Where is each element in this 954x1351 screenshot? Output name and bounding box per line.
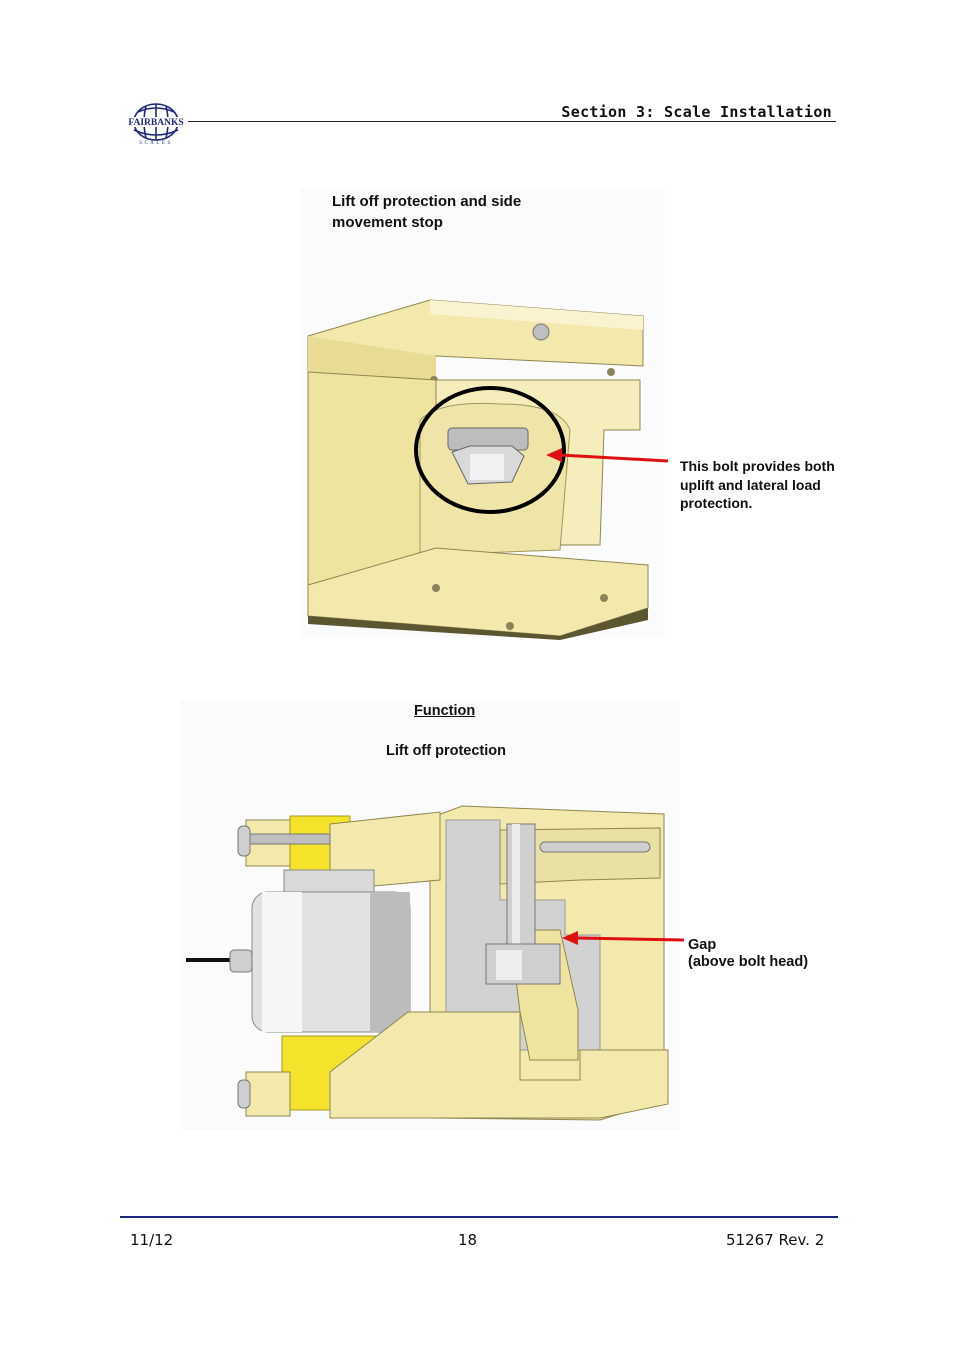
figure2-callout: Gap (above bolt head) — [688, 937, 809, 970]
header-divider — [188, 121, 836, 122]
section-title: Section 3: Scale Installation — [561, 103, 832, 121]
svg-text:FAIRBANKS: FAIRBANKS — [128, 118, 183, 128]
footer-divider — [120, 1216, 838, 1218]
figure2-caption: Lift off protection — [386, 743, 507, 759]
page-number: 18 — [458, 1231, 478, 1249]
footer-date: 11/12 — [130, 1231, 174, 1249]
fairbanks-logo: FAIRBANKS SCALES — [126, 103, 186, 146]
figure1-callout: This bolt provides both uplift and later… — [680, 458, 835, 511]
figure1-caption: Lift off protection and side movement st… — [332, 193, 522, 231]
document-number: 51267 Rev. 2 — [726, 1231, 825, 1249]
figure2-heading: Function — [414, 703, 476, 719]
svg-text:SCALES: SCALES — [139, 141, 173, 146]
